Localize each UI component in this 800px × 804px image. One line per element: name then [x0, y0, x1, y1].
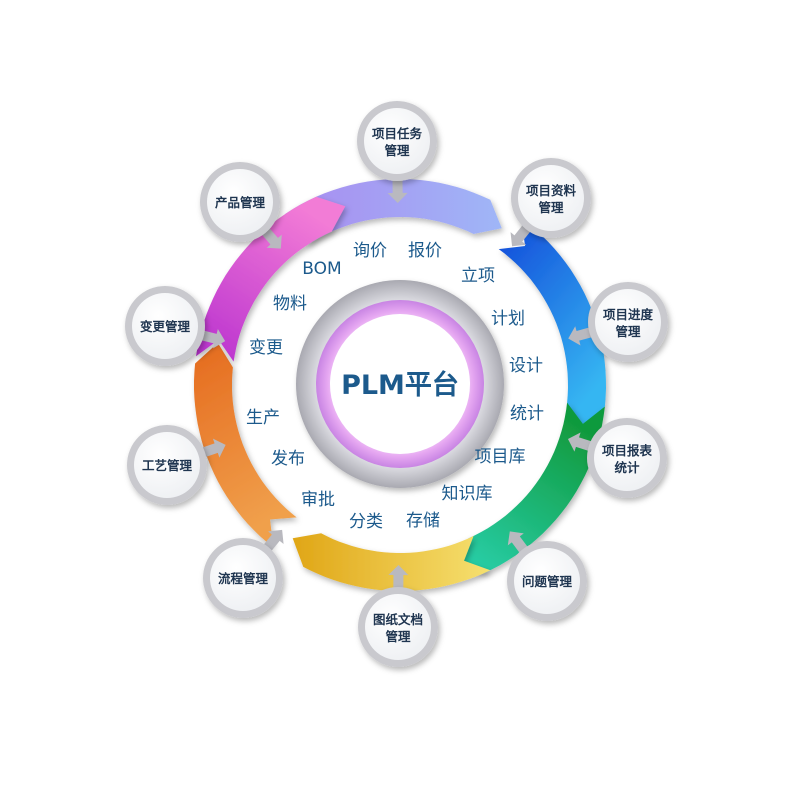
module-face — [207, 169, 273, 235]
module-workflow: 流程管理 — [203, 529, 284, 618]
module-label: 变更管理 — [140, 319, 191, 334]
module-face — [210, 545, 276, 611]
module-arrow — [201, 438, 226, 458]
module-label: 管理 — [615, 324, 641, 339]
module-arrow — [388, 565, 409, 590]
module-label: 产品管理 — [215, 195, 266, 210]
module-face — [514, 548, 580, 614]
module-label: 问题管理 — [522, 574, 573, 589]
module-circles: 项目任务管理项目资料管理项目进度管理项目报表统计问题管理图纸文档管理流程管理工艺… — [125, 101, 668, 667]
module-arrow — [567, 432, 593, 452]
arc-lower-left — [194, 342, 297, 548]
module-face — [594, 425, 660, 491]
function-label: 生产 — [246, 408, 280, 428]
module-face — [134, 432, 200, 498]
module-label: 项目报表 — [602, 443, 653, 458]
function-label: 计划 — [491, 309, 525, 329]
arc-top — [284, 179, 502, 246]
arc-lower-right — [454, 402, 605, 574]
module-arrow — [568, 326, 593, 346]
function-label: 知识库 — [442, 484, 493, 504]
function-label: 审批 — [301, 490, 335, 510]
function-label: 变更 — [249, 338, 283, 358]
module-arrow — [387, 178, 408, 203]
module-arrow — [510, 224, 532, 247]
function-label: 立项 — [461, 266, 495, 286]
module-product: 产品管理 — [200, 162, 282, 249]
module-arrow — [507, 531, 529, 554]
module-arrow — [261, 227, 282, 249]
function-label: 存储 — [406, 511, 440, 531]
function-label: 报价 — [408, 241, 442, 261]
arc-bottom — [292, 533, 491, 591]
module-face — [595, 289, 661, 355]
module-face — [518, 165, 584, 231]
function-label: 分类 — [349, 512, 383, 532]
module-label: 管理 — [538, 200, 564, 215]
module-face — [132, 293, 198, 359]
module-change: 变更管理 — [125, 286, 226, 366]
function-label: 设计 — [509, 356, 543, 376]
center-face — [330, 314, 470, 454]
module-issue: 问题管理 — [507, 531, 587, 621]
function-label: 发布 — [271, 449, 305, 469]
module-label: 统计 — [614, 460, 640, 475]
module-label: 流程管理 — [218, 571, 269, 586]
module-process: 工艺管理 — [127, 425, 226, 505]
module-label: 项目资料 — [526, 183, 577, 198]
function-label: 询价 — [353, 241, 387, 261]
module-label: 工艺管理 — [142, 458, 193, 473]
module-label: 管理 — [385, 629, 411, 644]
module-label: 项目进度 — [603, 307, 654, 322]
function-label: BOM — [302, 259, 341, 279]
function-label: 项目库 — [475, 447, 526, 467]
function-label: 统计 — [510, 404, 544, 424]
arc-upper-left — [196, 196, 346, 362]
process-arcs — [194, 179, 606, 591]
arc-upper-right — [498, 218, 606, 428]
module-arrow — [200, 328, 226, 349]
module-face — [364, 108, 430, 174]
module-label: 图纸文档 — [373, 612, 423, 627]
center-platform: PLM平台 — [296, 280, 504, 488]
module-face — [365, 594, 431, 660]
center-title: PLM平台 — [341, 369, 459, 401]
module-label: 管理 — [384, 143, 410, 158]
module-label: 项目任务 — [372, 126, 423, 141]
module-arrow — [263, 529, 284, 552]
function-label: 物料 — [273, 294, 307, 314]
